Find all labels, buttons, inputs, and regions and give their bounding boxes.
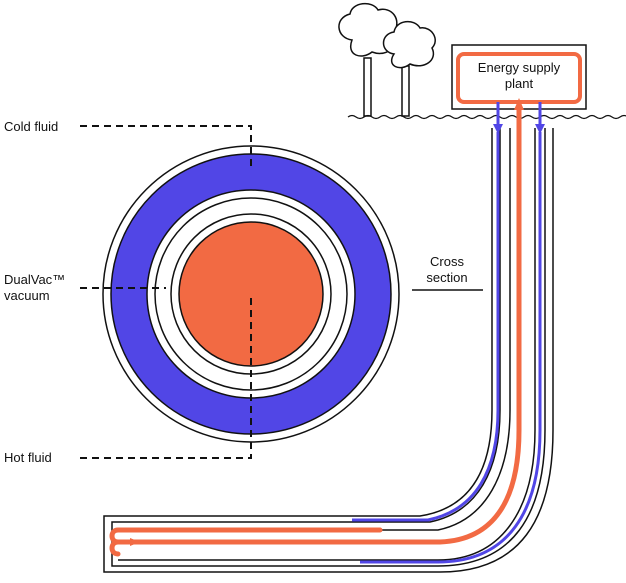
leader-lines bbox=[80, 125, 252, 459]
cross-section-label-line2: section bbox=[426, 270, 468, 285]
well-pipe bbox=[103, 128, 554, 573]
tree-icon bbox=[382, 20, 436, 117]
vacuum-label: DualVac™ vacuum bbox=[4, 272, 84, 304]
vacuum-label-line2: vacuum bbox=[4, 288, 50, 303]
tree-icon bbox=[338, 2, 398, 117]
cross-section-label-line1: Cross bbox=[430, 254, 464, 269]
vacuum-label-line1: DualVac™ bbox=[4, 272, 66, 287]
plant-label: Energy supply plant bbox=[458, 60, 580, 92]
flow-arrow bbox=[130, 98, 524, 546]
ground-line bbox=[347, 114, 626, 120]
cross-section bbox=[102, 145, 400, 443]
cold-fluid-label: Cold fluid bbox=[4, 119, 59, 134]
flow-arrow bbox=[493, 124, 545, 134]
hot-flow bbox=[109, 105, 522, 557]
cold-flow bbox=[118, 132, 542, 564]
hot-fluid-label: Hot fluid bbox=[4, 450, 52, 465]
plant-label-line1: Energy supply bbox=[477, 60, 561, 75]
plant-label-line2: plant bbox=[504, 76, 534, 91]
plant-connector bbox=[496, 102, 542, 124]
cross-section-label: Cross section bbox=[410, 254, 484, 286]
